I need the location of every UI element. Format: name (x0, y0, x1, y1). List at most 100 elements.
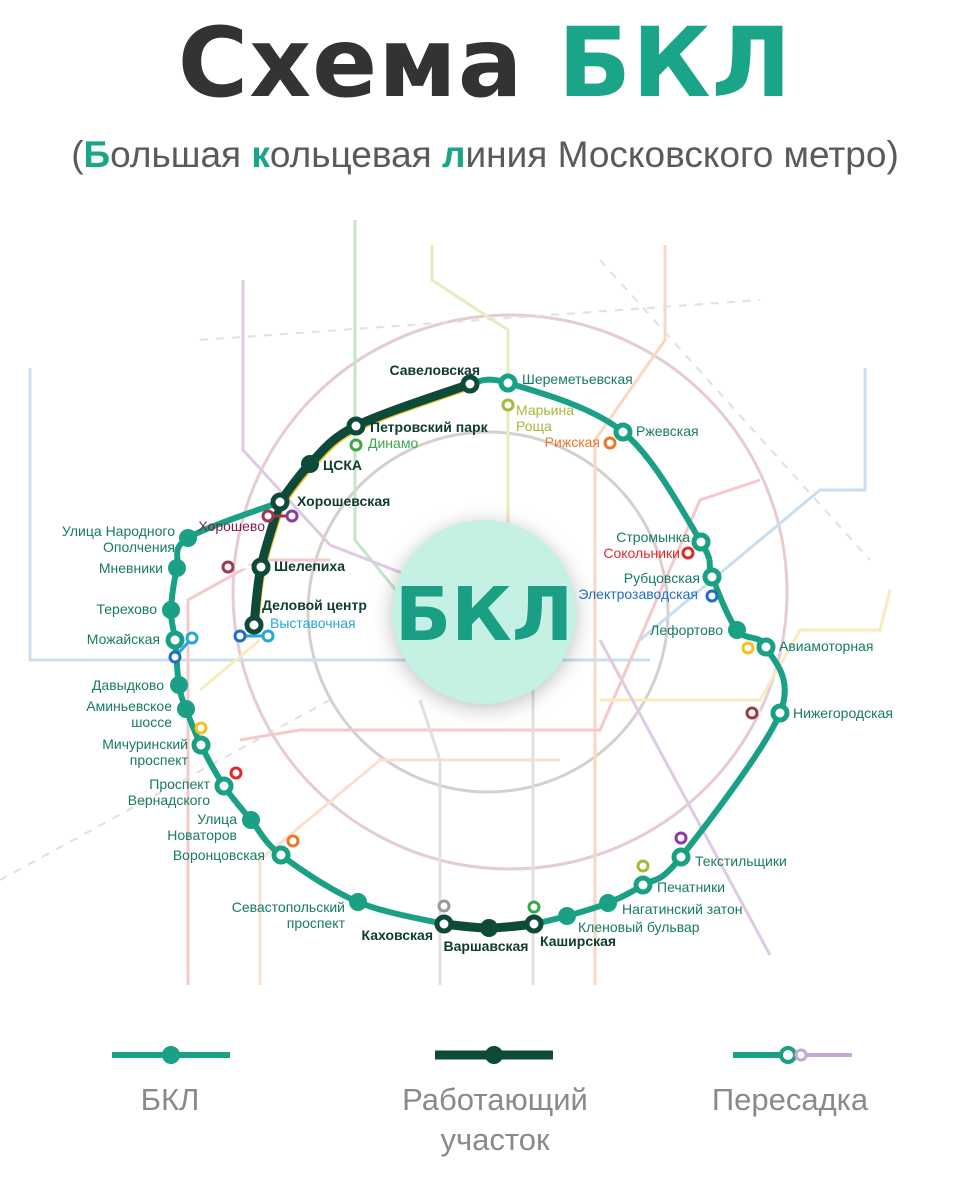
transfer-station-dot[interactable] (527, 900, 541, 914)
circle-line (231, 313, 789, 871)
station[interactable]: Терехово (96, 601, 180, 619)
transfer-station-dot[interactable] (221, 560, 235, 574)
station[interactable]: Можайская (87, 630, 199, 664)
station-label-line: Давыдково (92, 677, 164, 693)
transfer-station-ring[interactable] (460, 374, 480, 394)
station-label-line: шоссе (131, 714, 172, 730)
transfer-station-ring[interactable] (633, 875, 653, 895)
transfer-station-dot[interactable] (349, 438, 363, 452)
station-dot[interactable] (480, 919, 498, 937)
transfer-station-dot[interactable] (168, 650, 182, 664)
station-label: Лефортово (650, 622, 723, 638)
transfer-station-ring[interactable] (165, 630, 185, 650)
station-dot[interactable] (170, 676, 188, 694)
station-label: Мневники (99, 560, 163, 576)
station[interactable]: Авиамоторная (741, 637, 873, 657)
transfer-station-dot[interactable] (437, 899, 451, 913)
station-label-line: Хорошевская (297, 493, 390, 509)
station[interactable]: Варшавская (444, 919, 529, 954)
station-dot[interactable] (349, 893, 367, 911)
station-label-line: Вернадского (128, 792, 210, 808)
transfer-station-dot[interactable] (229, 766, 243, 780)
station[interactable]: Воронцовская (173, 834, 300, 865)
station-label-line: Новаторов (167, 827, 237, 843)
transfer-station-ring[interactable] (524, 914, 544, 934)
station-label: Кленовый бульвар (578, 919, 700, 935)
station-dot[interactable] (242, 811, 260, 829)
station-label: Печатники (657, 879, 725, 895)
transfer-station-dot[interactable] (261, 509, 275, 523)
station[interactable]: Каховская (362, 899, 454, 943)
transfer-station-ring[interactable] (691, 532, 711, 552)
transfer-station-dot[interactable] (741, 641, 755, 655)
station[interactable]: Давыдково (92, 676, 188, 694)
transfer-station-dot[interactable] (185, 631, 199, 645)
station[interactable]: Лефортово (650, 621, 746, 639)
station-label-line: Печатники (657, 879, 725, 895)
station[interactable]: Савеловская (389, 362, 480, 394)
station-dot[interactable] (301, 455, 319, 473)
transfer-station-dot[interactable] (636, 859, 650, 873)
station-dot[interactable] (558, 907, 576, 925)
station[interactable]: Нижегородская (745, 703, 893, 723)
station[interactable]: Текстильщики (671, 831, 787, 869)
station-dot[interactable] (179, 529, 197, 547)
station[interactable]: Шелепиха (221, 557, 345, 577)
transfer-station-ring[interactable] (756, 637, 776, 657)
transfer-station-ring[interactable] (770, 703, 790, 723)
transfer-station-ring[interactable] (498, 373, 518, 393)
transfer-station-dot[interactable] (233, 629, 247, 643)
transfer-station-dot[interactable] (501, 398, 515, 412)
transfer-station-ring[interactable] (271, 845, 291, 865)
transfer-station-dot[interactable] (285, 509, 299, 523)
transfer-station-dot[interactable] (745, 706, 759, 720)
transfer-station-ring[interactable] (346, 416, 366, 436)
transfer-station-dot[interactable] (674, 831, 688, 845)
transfer-station-dot[interactable] (603, 436, 617, 450)
station-dot[interactable] (162, 601, 180, 619)
station-label: Рижская (545, 434, 600, 450)
station[interactable]: ЦСКА (301, 455, 362, 473)
station[interactable]: Каширская (524, 900, 616, 949)
station-dot[interactable] (168, 559, 186, 577)
station[interactable]: Кленовый бульвар (558, 907, 700, 935)
transfer-station-ring[interactable] (191, 735, 211, 755)
transfer-station-dot[interactable] (286, 834, 300, 848)
station-label-line: Терехово (96, 601, 157, 617)
transfer-station-ring[interactable] (244, 615, 264, 635)
transfer-station-ring[interactable] (671, 847, 691, 867)
transfer-station-dot[interactable] (705, 589, 719, 603)
station-dot[interactable] (599, 894, 617, 912)
station[interactable]: Нагатинский затон (599, 894, 742, 917)
transfer-station-ring[interactable] (214, 776, 234, 796)
station-dot[interactable] (177, 700, 195, 718)
transfer-station-ring[interactable] (251, 557, 271, 577)
station[interactable]: Печатники (633, 859, 725, 895)
transfer-station-ring[interactable] (613, 422, 633, 442)
transfer-station-dot[interactable] (194, 721, 208, 735)
transfer-station-dot[interactable] (261, 629, 275, 643)
station-label-line: Электрозаводская (578, 586, 698, 602)
station-dot[interactable] (728, 621, 746, 639)
transfer-station-ring[interactable] (434, 914, 454, 934)
transfer-station-ring[interactable] (270, 492, 290, 512)
station-label-line: проспект (130, 752, 189, 768)
transfer-station-ring[interactable] (702, 567, 722, 587)
station-label: Динамо (368, 435, 418, 451)
station[interactable]: Мневники (99, 559, 186, 577)
transfer-station-dot[interactable] (681, 546, 695, 560)
